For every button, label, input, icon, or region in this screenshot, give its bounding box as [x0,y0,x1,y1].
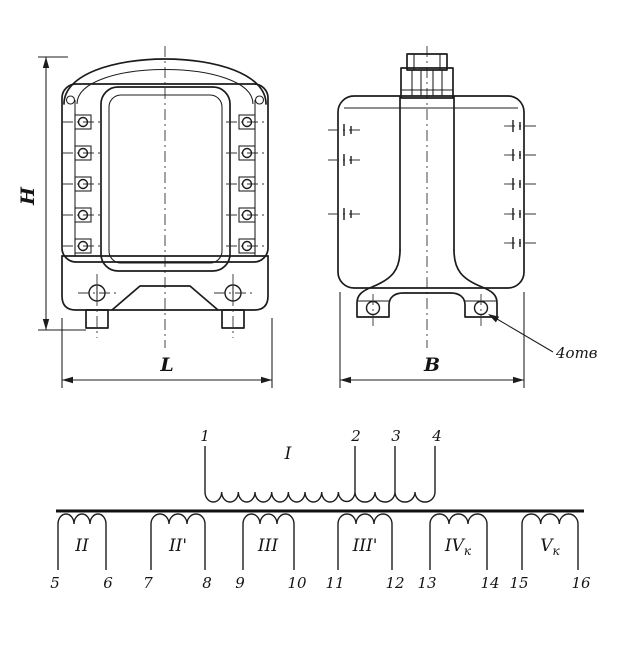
terminal-number-11: 11 [325,574,344,592]
leader-line [496,318,554,353]
winding-iii-prime-label: III' [352,536,378,556]
winding-ii-prime: II' 7 8 [143,513,212,592]
primary-label: I [284,444,292,464]
terminal-number-2: 2 [350,427,361,445]
holes-callout: 4отв [488,314,598,362]
winding-schematic: 1 2 3 4 I II 5 6 II' 7 8 [50,427,591,592]
primary-winding: 1 2 3 4 I [200,427,442,503]
terminal-number-9: 9 [235,574,245,592]
winding-iii-label: III [257,536,278,556]
side-body [337,95,525,289]
mounting-bracket [61,255,269,338]
winding-iii-prime: III' 11 12 [325,513,405,592]
dim-b-label: B [423,354,440,376]
front-view [61,46,269,348]
terminal-number-15: 15 [509,574,528,592]
right-terminal-bolts [226,114,268,254]
terminal-number-1: 1 [200,427,210,445]
winding-v-k-label: Vк [540,536,560,558]
dim-l-label: L [159,354,173,376]
front-body [61,83,269,263]
dim-h-label: H [17,186,39,206]
coil-column [356,95,498,326]
dimension-depth-side: B [339,292,525,388]
terminal-number-7: 7 [143,574,153,592]
terminal-number-12: 12 [385,574,404,592]
terminal-number-8: 8 [202,574,212,592]
winding-iii: III 9 10 [235,513,307,592]
side-right-terminals [504,120,536,249]
winding-iv-k-label: IVк [444,536,472,558]
terminal-number-3: 3 [391,427,401,445]
terminal-number-10: 10 [287,574,307,592]
winding-ii-prime-label: II' [168,536,187,556]
terminal-number-6: 6 [103,574,113,592]
left-mount-screw [78,274,116,338]
right-mount-screw [214,274,252,338]
side-left-foot-hole [365,294,381,326]
top-clamp-block [400,53,454,99]
coil-window [100,86,231,272]
winding-ii-label: II [74,536,89,556]
holes-note-label: 4отв [555,344,598,362]
winding-iv-k: IVк 13 14 [417,513,500,592]
left-terminal-bolts [62,114,104,254]
side-right-foot-hole [473,294,489,326]
terminal-number-5: 5 [50,574,60,592]
terminal-number-13: 13 [417,574,436,592]
terminal-number-4: 4 [431,427,442,445]
winding-ii: II 5 6 [50,513,113,592]
winding-v-k: Vк 15 16 [509,513,591,592]
side-left-terminals [328,124,362,220]
dimension-height: H [17,56,86,331]
terminal-number-16: 16 [571,574,591,592]
leader-arrow [488,314,500,323]
dimension-width-front: L [61,318,273,388]
terminal-number-14: 14 [480,574,499,592]
side-view [328,46,536,348]
